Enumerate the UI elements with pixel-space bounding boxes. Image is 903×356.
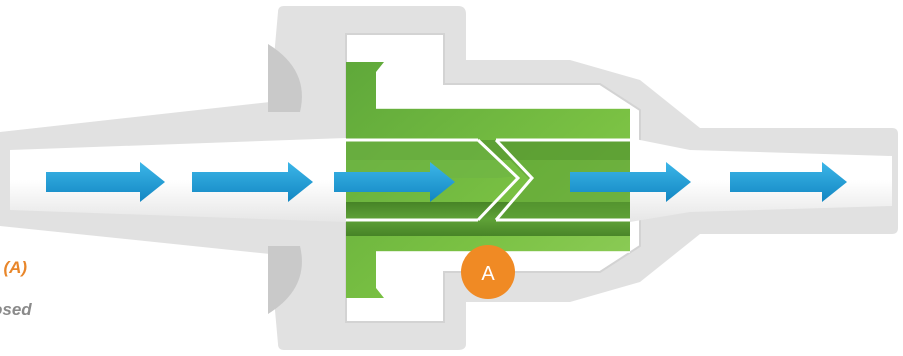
badge-letter: A <box>481 263 495 285</box>
circle-letter-icon <box>461 245 515 299</box>
right-arrow-icon <box>334 162 455 202</box>
valve-state-caption: osed <box>0 300 32 319</box>
right-arrow-icon <box>570 162 691 202</box>
right-arrow-icon <box>192 162 313 202</box>
flow-bore <box>10 138 892 222</box>
callout-badge: A <box>461 245 515 299</box>
right-arrow-icon <box>46 162 165 202</box>
flow-arrows <box>46 162 847 202</box>
right-arrow-icon <box>730 162 847 202</box>
valve-insert <box>346 62 630 298</box>
valve-label-caption: l (A) <box>0 258 28 277</box>
